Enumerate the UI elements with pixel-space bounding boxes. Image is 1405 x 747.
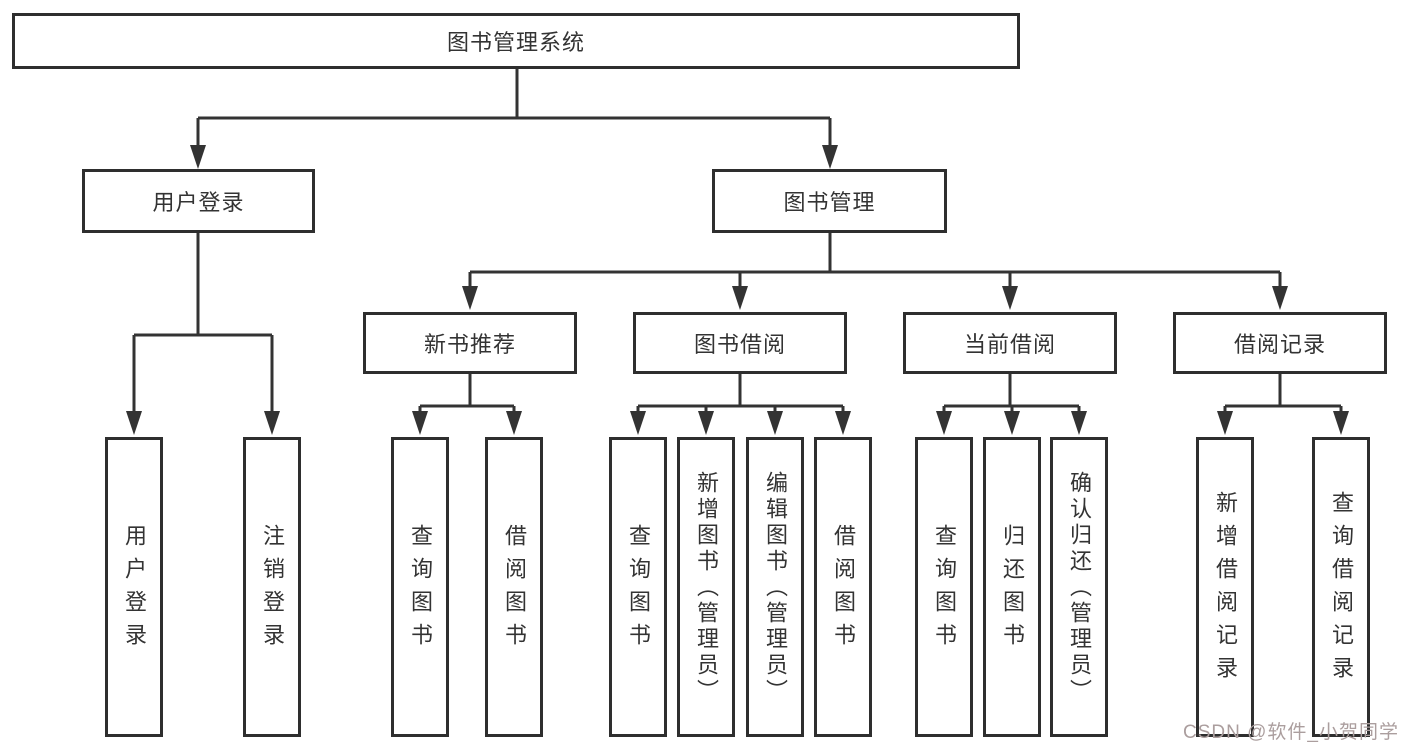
arrowhead bbox=[835, 411, 851, 435]
connector-current-borrow-children bbox=[942, 374, 1081, 413]
node-book-borrow: 图书借阅 bbox=[633, 312, 847, 374]
arrowhead bbox=[822, 145, 838, 169]
arrowhead bbox=[1002, 286, 1018, 310]
node-book-borrow-label: 图书借阅 bbox=[693, 332, 786, 357]
leaf-bb-edit-book-label: 编辑图书（管理员） bbox=[763, 471, 788, 705]
leaf-rec-borrow-book-label: 借阅图书 bbox=[502, 524, 527, 656]
leaf-bb-add-book-label: 新增图书（管理员） bbox=[694, 471, 719, 705]
node-current-borrow-label: 当前借阅 bbox=[963, 332, 1056, 357]
arrowhead bbox=[936, 411, 952, 435]
leaf-cb-confirm-return: 确认归还（管理员） bbox=[1050, 437, 1108, 737]
arrowhead bbox=[506, 411, 522, 435]
connector-root-to-level2 bbox=[196, 68, 832, 147]
leaf-br-add-record-label: 新增借阅记录 bbox=[1213, 491, 1238, 689]
leaf-rec-query-book: 查询图书 bbox=[391, 437, 449, 737]
leaf-cb-confirm-return-label: 确认归还（管理员） bbox=[1067, 471, 1092, 705]
leaf-cb-return-book-label: 归还图书 bbox=[1000, 524, 1025, 656]
leaf-br-query-record-label: 查询借阅记录 bbox=[1329, 491, 1354, 689]
leaf-bb-edit-book: 编辑图书（管理员） bbox=[746, 437, 804, 737]
node-new-book-rec: 新书推荐 bbox=[363, 312, 577, 374]
arrowhead bbox=[462, 286, 478, 310]
arrowhead bbox=[190, 145, 206, 169]
leaf-user-login: 用户登录 bbox=[105, 437, 163, 737]
arrowhead bbox=[1333, 411, 1349, 435]
arrowhead bbox=[264, 411, 280, 435]
connector-user-login-children bbox=[132, 232, 274, 413]
node-root: 图书管理系统 bbox=[12, 13, 1020, 69]
arrowhead bbox=[1004, 411, 1020, 435]
leaf-br-add-record: 新增借阅记录 bbox=[1196, 437, 1254, 737]
arrowhead bbox=[412, 411, 428, 435]
leaf-bb-query-book-label: 查询图书 bbox=[626, 524, 651, 656]
node-borrow-records: 借阅记录 bbox=[1173, 312, 1387, 374]
node-user-login-label: 用户登录 bbox=[152, 190, 245, 215]
arrowhead bbox=[767, 411, 783, 435]
arrowhead bbox=[698, 411, 714, 435]
leaf-bb-add-book: 新增图书（管理员） bbox=[677, 437, 735, 737]
connector-new-book-rec-children bbox=[418, 374, 516, 413]
node-book-mgmt-label: 图书管理 bbox=[783, 190, 876, 215]
node-new-book-rec-label: 新书推荐 bbox=[423, 332, 516, 357]
leaf-bb-borrow-book: 借阅图书 bbox=[814, 437, 872, 737]
leaf-logout: 注销登录 bbox=[243, 437, 301, 737]
arrowhead bbox=[1071, 411, 1087, 435]
connector-book-borrow-children bbox=[636, 374, 845, 413]
leaf-bb-query-book: 查询图书 bbox=[609, 437, 667, 737]
leaf-rec-query-book-label: 查询图书 bbox=[408, 524, 433, 656]
leaf-logout-label: 注销登录 bbox=[260, 524, 285, 656]
arrowhead bbox=[630, 411, 646, 435]
arrowhead bbox=[732, 286, 748, 310]
leaf-bb-borrow-book-label: 借阅图书 bbox=[831, 524, 856, 656]
node-root-label: 图书管理系统 bbox=[446, 30, 585, 55]
leaf-cb-query-book-label: 查询图书 bbox=[932, 524, 957, 656]
arrowhead bbox=[1272, 286, 1288, 310]
connector-borrow-records-children bbox=[1223, 374, 1343, 413]
leaf-user-login-label: 用户登录 bbox=[122, 524, 147, 656]
leaf-rec-borrow-book: 借阅图书 bbox=[485, 437, 543, 737]
arrowhead bbox=[126, 411, 142, 435]
node-user-login: 用户登录 bbox=[82, 169, 315, 233]
csdn-watermark: CSDN @软件_小贺同学 bbox=[1183, 722, 1399, 743]
leaf-cb-return-book: 归还图书 bbox=[983, 437, 1041, 737]
connector-book-mgmt-children bbox=[468, 232, 1282, 288]
node-current-borrow: 当前借阅 bbox=[903, 312, 1117, 374]
arrowhead bbox=[1217, 411, 1233, 435]
node-borrow-records-label: 借阅记录 bbox=[1233, 332, 1326, 357]
node-book-mgmt: 图书管理 bbox=[712, 169, 947, 233]
leaf-cb-query-book: 查询图书 bbox=[915, 437, 973, 737]
leaf-br-query-record: 查询借阅记录 bbox=[1312, 437, 1370, 737]
